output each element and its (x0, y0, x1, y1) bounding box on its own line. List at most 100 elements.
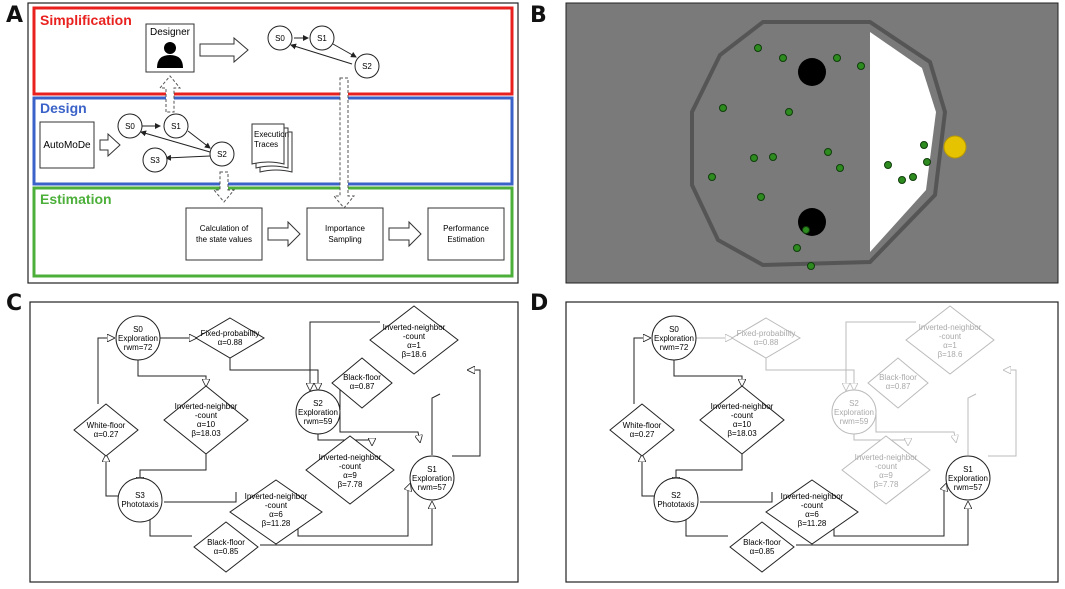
panel-b: B (530, 2, 1059, 284)
svg-text:S1: S1 (317, 34, 327, 43)
simplified-fsm: S0 S1 S2 (267, 25, 380, 79)
d-pruned-subgraph: Fixed-probability α=0.88 S2 Exploration … (696, 305, 1017, 505)
svg-text:S2: S2 (849, 399, 859, 408)
svg-text:rwm=57: rwm=57 (954, 483, 983, 492)
svg-text:Exploration: Exploration (412, 474, 452, 483)
svg-text:α=1: α=1 (407, 341, 421, 350)
c-state-s1 (409, 455, 455, 501)
c-inv-neighbor-a (163, 385, 249, 455)
svg-text:Exploration: Exploration (654, 334, 694, 343)
design-box (32, 96, 514, 186)
svg-text:Black-floor: Black-floor (879, 373, 917, 382)
svg-text:Black-floor: Black-floor (343, 373, 381, 382)
svg-text:Inverted-neighbor: Inverted-neighbor (711, 402, 774, 411)
svg-text:S2: S2 (362, 62, 372, 71)
svg-text:α=0.85: α=0.85 (750, 547, 775, 556)
simplification-box (32, 6, 514, 96)
svg-text:Sampling: Sampling (328, 235, 361, 244)
svg-text:β=18.03: β=18.03 (727, 429, 757, 438)
design-arrow (99, 132, 121, 158)
c-white-floor (73, 403, 139, 457)
svg-text:S1: S1 (171, 122, 181, 131)
robot-swarm (708, 44, 931, 270)
svg-text:β=11.28: β=11.28 (262, 519, 291, 528)
panel-letter-c: C (6, 291, 22, 316)
svg-text:Inverted-neighbor: Inverted-neighbor (383, 323, 446, 332)
svg-text:α=6: α=6 (805, 510, 819, 519)
svg-text:Inverted-neighbor: Inverted-neighbor (245, 492, 308, 501)
svg-text:S1: S1 (963, 465, 973, 474)
svg-text:S2: S2 (313, 399, 323, 408)
panel-c: C S0 Exploration rwm=72 S2 (6, 291, 519, 583)
design-to-calc-arrow (212, 171, 236, 203)
svg-text:α=0.27: α=0.27 (630, 430, 655, 439)
c-state-s2 (295, 389, 341, 435)
d-inv-neighbor-bot (765, 479, 859, 545)
svg-text:rwm=59: rwm=59 (840, 417, 869, 426)
c-inv-neighbor-mid (305, 435, 395, 505)
svg-text:α=6: α=6 (269, 510, 283, 519)
svg-text:-count: -count (339, 462, 362, 471)
svg-text:rwm=72: rwm=72 (124, 343, 153, 352)
state-s1 (309, 25, 335, 51)
svg-text:Inverted-neighbor: Inverted-neighbor (175, 402, 238, 411)
svg-text:Exploration: Exploration (118, 334, 158, 343)
state-s0 (267, 25, 293, 51)
svg-text:α=10: α=10 (197, 420, 216, 429)
c-fixed-probability (195, 317, 265, 359)
designer-label: Designer (150, 27, 191, 38)
d-state-s0 (651, 315, 697, 361)
panel-letter-d: D (530, 291, 548, 316)
d-black-floor-bot (729, 521, 795, 573)
svg-text:Estimation: Estimation (447, 235, 484, 244)
panel-letter-a: A (6, 3, 23, 28)
c-inv-neighbor-bot (229, 479, 323, 545)
svg-text:β=11.28: β=11.28 (798, 519, 827, 528)
svg-text:S3: S3 (150, 156, 160, 165)
performance-box (427, 207, 505, 261)
svg-text:Fixed-probability: Fixed-probability (737, 329, 796, 338)
svg-text:Black-floor: Black-floor (743, 538, 781, 547)
simplification-to-importance-arrow (332, 77, 356, 209)
svg-text:S2: S2 (671, 491, 681, 500)
svg-text:S3: S3 (135, 491, 145, 500)
svg-text:α=0.87: α=0.87 (350, 382, 375, 391)
black-spot-top (798, 58, 826, 86)
svg-text:Exploration: Exploration (298, 408, 338, 417)
svg-text:S0: S0 (669, 325, 679, 334)
svg-text:Inverted-neighbor: Inverted-neighbor (919, 323, 982, 332)
svg-text:-count: -count (403, 332, 426, 341)
svg-text:-count: -count (875, 462, 898, 471)
svg-text:Phototaxis: Phototaxis (121, 500, 158, 509)
simplification-arrow (199, 36, 249, 64)
svg-text:-count: -count (801, 501, 824, 510)
svg-text:-count: -count (939, 332, 962, 341)
svg-text:Traces: Traces (254, 140, 278, 149)
svg-text:α=0.85: α=0.85 (214, 547, 239, 556)
svg-text:Black-floor: Black-floor (207, 538, 245, 547)
svg-text:Exploration: Exploration (948, 474, 988, 483)
d-state-s2-phototaxis (653, 477, 699, 523)
execution-traces-icon: Execution Traces (251, 123, 293, 173)
svg-text:S0: S0 (275, 34, 285, 43)
svg-text:β=18.6: β=18.6 (938, 350, 963, 359)
black-spot-bottom (798, 208, 826, 236)
c-inv-neighbor-top (369, 305, 459, 375)
svg-text:α=1: α=1 (943, 341, 957, 350)
design-title: Design (40, 100, 87, 116)
white-floor-region (870, 32, 936, 252)
svg-text:α=9: α=9 (343, 471, 357, 480)
d-white-floor (609, 403, 675, 457)
design-to-simplification-arrow (158, 75, 182, 113)
svg-text:Calculation of: Calculation of (200, 224, 249, 233)
svg-text:S0: S0 (133, 325, 143, 334)
svg-text:S0: S0 (125, 122, 135, 131)
svg-text:S2: S2 (217, 150, 227, 159)
designer-person-icon (164, 42, 176, 54)
svg-text:White-floor: White-floor (87, 421, 126, 430)
svg-text:β=7.78: β=7.78 (338, 480, 363, 489)
svg-text:β=7.78: β=7.78 (874, 480, 899, 489)
simplification-title: Simplification (40, 12, 132, 28)
svg-text:Exploration: Exploration (834, 408, 874, 417)
d-inv-neighbor-a (699, 385, 785, 455)
